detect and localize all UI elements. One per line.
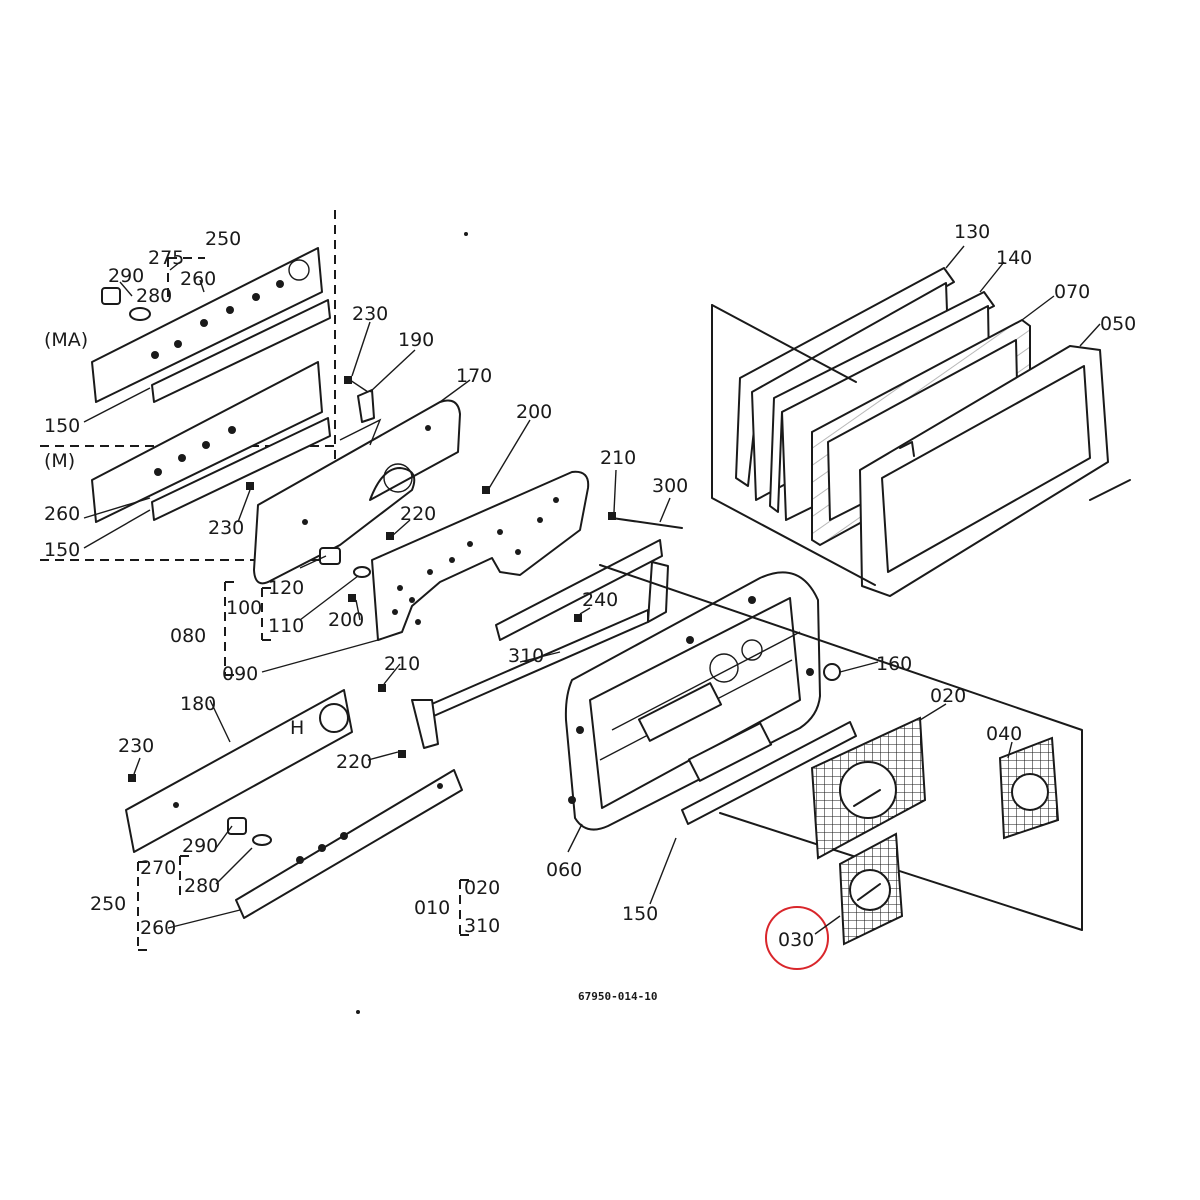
svg-text:H: H	[290, 717, 304, 739]
label-140: 140	[996, 247, 1032, 269]
label-090: 090	[222, 663, 258, 685]
label-180: 180	[180, 693, 216, 715]
label-290-top: 290	[108, 265, 144, 287]
label-200-b: 200	[328, 609, 364, 631]
label-250-b: 250	[90, 893, 126, 915]
label-290-b: 290	[182, 835, 218, 857]
label-275: 275	[148, 247, 184, 269]
label-230-b: 230	[208, 517, 244, 539]
label-220-a: 220	[400, 503, 436, 525]
label-230-a: 230	[352, 303, 388, 325]
label-260-b: 260	[140, 917, 176, 939]
highlight-030-circle	[765, 906, 829, 970]
part-150-light-guide	[681, 721, 857, 825]
label-280-top: 280	[136, 285, 172, 307]
circuit-board-group	[224, 376, 590, 676]
label-130: 130	[954, 221, 990, 243]
label-ma: (MA)	[44, 329, 88, 351]
label-310-b: 310	[464, 915, 500, 937]
gauge-group	[765, 716, 1060, 970]
label-240: 240	[582, 589, 618, 611]
housing-060-group	[564, 564, 1083, 931]
label-260-top: 260	[180, 268, 216, 290]
part-290-280-bulb	[101, 287, 151, 321]
ma-m-panel-group	[40, 210, 336, 561]
label-040: 040	[986, 723, 1022, 745]
part-180-panel	[125, 689, 353, 853]
leader-lines	[83, 245, 1101, 935]
lower-left-group: H	[125, 689, 470, 951]
label-210-b: 210	[384, 653, 420, 675]
label-070: 070	[1054, 281, 1090, 303]
part-170-board	[253, 399, 461, 585]
label-260-m: 260	[44, 503, 80, 525]
label-020-a: 020	[930, 685, 966, 707]
lens-frame-group	[711, 267, 1131, 597]
label-060: 060	[546, 859, 582, 881]
label-150-c: 150	[622, 903, 658, 925]
part-labels: 250 275 290 280 260 (MA) 150 (M) 260 150…	[44, 221, 1136, 1003]
label-310-a: 310	[508, 645, 544, 667]
label-230-c: 230	[118, 735, 154, 757]
label-250-top: 250	[205, 228, 241, 250]
part-190-clip	[357, 389, 375, 423]
label-190: 190	[398, 329, 434, 351]
part-080-board	[371, 470, 590, 641]
label-080: 080	[170, 625, 206, 647]
label-010: 010	[414, 897, 450, 919]
label-160: 160	[876, 653, 912, 675]
label-110: 110	[268, 615, 304, 637]
label-300: 300	[652, 475, 688, 497]
part-300-bracket	[495, 539, 663, 641]
label-150-a: 150	[44, 415, 80, 437]
label-100: 100	[226, 597, 262, 619]
label-150-b: 150	[44, 539, 80, 561]
label-020-b: 020	[464, 877, 500, 899]
label-030: 030	[778, 929, 814, 951]
drawing-number: 67950-014-10	[578, 990, 657, 1003]
label-120: 120	[268, 577, 304, 599]
label-m: (M)	[44, 450, 75, 472]
label-220-b: 220	[336, 751, 372, 773]
label-200-a: 200	[516, 401, 552, 423]
label-170: 170	[456, 365, 492, 387]
bracket-group	[378, 512, 683, 749]
label-270: 270	[140, 857, 176, 879]
label-050: 050	[1100, 313, 1136, 335]
label-280-b: 280	[184, 875, 220, 897]
label-210-a: 210	[600, 447, 636, 469]
